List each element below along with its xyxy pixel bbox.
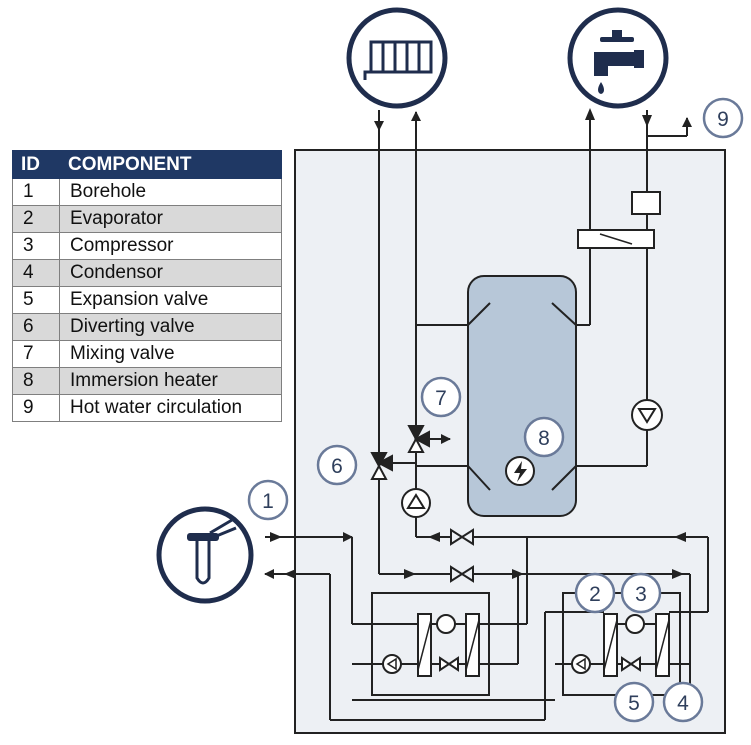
legend-row-component: Immersion heater [59,367,282,395]
flow-arrow [642,115,652,127]
legend-row-id: 4 [12,259,60,287]
marker-7-label: 7 [435,387,447,410]
marker-3-label: 3 [635,583,647,606]
isolation-valve [450,565,474,583]
condensor-1 [465,613,480,677]
legend-row-id: 2 [12,205,60,233]
legend-row-id: 8 [12,367,60,395]
marker-9: 9 [702,97,744,139]
legend-row-component: Hot water circulation [59,394,282,422]
legend-row-component: Compressor [59,232,282,260]
brine-pump-1 [382,654,402,674]
legend-row-component: Mixing valve [59,340,282,368]
legend-header-row: ID COMPONENT [12,150,282,179]
evaporator-1 [417,613,432,677]
legend-row-component: Condensor [59,259,282,287]
legend-row-component: Evaporator [59,205,282,233]
marker-1-label: 1 [262,490,274,513]
borehole-probe-icon [156,506,254,604]
flow-arrow [270,532,282,542]
expansion-valve-1 [439,656,459,672]
condensor-2 [655,613,670,677]
isolation-valve [450,528,474,546]
flow-arrow [512,569,524,579]
legend-row-component: Borehole [59,178,282,206]
plate-heat-exchanger [577,229,655,249]
marker-3: 3 [620,572,662,614]
marker-6: 6 [316,444,358,486]
legend-header-id: ID [12,150,60,179]
marker-8-label: 8 [538,427,550,450]
flow-arrow [428,532,440,542]
legend-row-component: Expansion valve [59,286,282,314]
legend-row-id: 9 [12,394,60,422]
marker-5-label: 5 [628,692,640,715]
marker-4-label: 4 [677,692,689,715]
legend-header-component: COMPONENT [59,150,282,179]
immersion-heater-icon [505,456,535,486]
flow-arrow [585,108,595,120]
water-tap-icon [567,7,669,109]
flow-arrow [674,532,686,542]
mixing-valve-symbol [407,425,430,453]
flow-arrow [404,569,416,579]
water-heater-control-box [631,191,661,215]
marker-8: 8 [523,416,565,458]
brine-pump-2 [571,654,591,674]
marker-2-label: 2 [589,583,601,606]
diverting-valve-symbol [370,452,393,480]
compressor-2 [625,614,645,634]
expansion-valve-2 [621,656,641,672]
marker-1: 1 [247,479,289,521]
compressor-1 [436,614,456,634]
legend-row-id: 6 [12,313,60,341]
legend-row-id: 1 [12,178,60,206]
circulation-pump [401,488,431,518]
marker-7: 7 [420,376,462,418]
flow-arrow [672,569,684,579]
flow-arrows [270,108,686,579]
marker-9-label: 9 [717,108,729,131]
marker-5: 5 [613,681,655,723]
marker-4: 4 [662,681,704,723]
hot-water-circulation-pump [631,399,663,431]
radiator-icon [346,7,448,109]
marker-6-label: 6 [331,455,343,478]
evaporator-2 [603,613,618,677]
legend-row-id: 5 [12,286,60,314]
flow-arrow [284,569,296,579]
marker-2: 2 [574,572,616,614]
